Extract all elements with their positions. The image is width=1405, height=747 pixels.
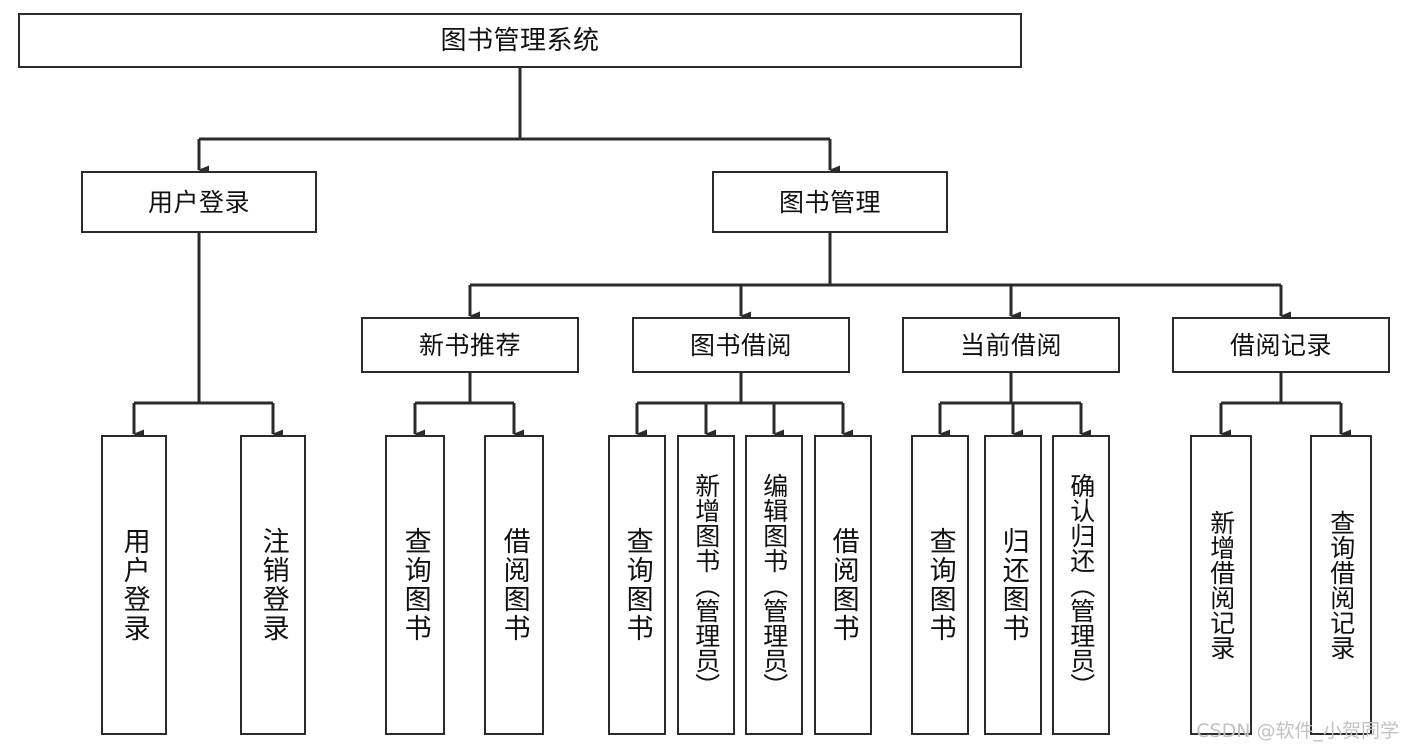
node-login[interactable]: 用户登录 <box>81 171 317 233</box>
node-leaf-bw-query[interactable]: 查询图书 <box>608 435 666 735</box>
node-leaf-user-logout[interactable]: 注销登录 <box>240 435 306 735</box>
node-leaf-bw-add[interactable]: 新增图书（管理员） <box>677 435 735 735</box>
node-label-login: 用户登录 <box>147 187 250 217</box>
node-label-root: 图书管理系统 <box>440 25 600 56</box>
node-label-leaf-bw-edit: 编辑图书（管理员） <box>759 472 789 698</box>
node-current[interactable]: 当前借阅 <box>902 317 1120 373</box>
node-bookmgmt[interactable]: 图书管理 <box>712 171 948 233</box>
node-label-leaf-bw-add: 新增图书（管理员） <box>691 472 721 698</box>
node-label-leaf-user-login: 用户登录 <box>118 527 150 643</box>
node-label-leaf-bw-query: 查询图书 <box>621 527 653 643</box>
node-leaf-cur-return[interactable]: 归还图书 <box>984 435 1042 735</box>
node-leaf-rec-add[interactable]: 新增借阅记录 <box>1190 435 1252 735</box>
node-label-bookmgmt: 图书管理 <box>778 187 881 217</box>
node-label-leaf-rec-query: 查询借阅记录 <box>1326 510 1356 660</box>
node-label-leaf-nb-borrow: 借阅图书 <box>498 527 530 643</box>
node-label-leaf-bw-borrow: 借阅图书 <box>827 527 859 643</box>
node-label-leaf-cur-confirm: 确认归还（管理员） <box>1066 472 1096 698</box>
node-label-leaf-cur-return: 归还图书 <box>997 527 1029 643</box>
node-leaf-rec-query[interactable]: 查询借阅记录 <box>1310 435 1372 735</box>
node-leaf-bw-edit[interactable]: 编辑图书（管理员） <box>745 435 803 735</box>
node-label-newbook: 新书推荐 <box>418 330 521 360</box>
node-borrow[interactable]: 图书借阅 <box>632 317 850 373</box>
node-root[interactable]: 图书管理系统 <box>18 13 1022 68</box>
csdn-watermark: CSDN @软件_小贺同学 <box>1196 720 1399 742</box>
node-records[interactable]: 借阅记录 <box>1172 317 1390 373</box>
node-leaf-user-login[interactable]: 用户登录 <box>101 435 167 735</box>
node-leaf-bw-borrow[interactable]: 借阅图书 <box>814 435 872 735</box>
node-newbook[interactable]: 新书推荐 <box>361 317 579 373</box>
node-leaf-nb-borrow[interactable]: 借阅图书 <box>484 435 544 735</box>
node-leaf-nb-query[interactable]: 查询图书 <box>385 435 445 735</box>
node-label-leaf-user-logout: 注销登录 <box>257 527 289 643</box>
node-label-leaf-cur-query: 查询图书 <box>924 527 956 643</box>
node-leaf-cur-confirm[interactable]: 确认归还（管理员） <box>1052 435 1110 735</box>
node-label-current: 当前借阅 <box>959 330 1062 360</box>
node-label-leaf-nb-query: 查询图书 <box>399 527 431 643</box>
node-label-borrow: 图书借阅 <box>689 330 792 360</box>
node-label-leaf-rec-add: 新增借阅记录 <box>1206 510 1236 660</box>
node-leaf-cur-query[interactable]: 查询图书 <box>911 435 969 735</box>
node-label-records: 借阅记录 <box>1229 330 1332 360</box>
